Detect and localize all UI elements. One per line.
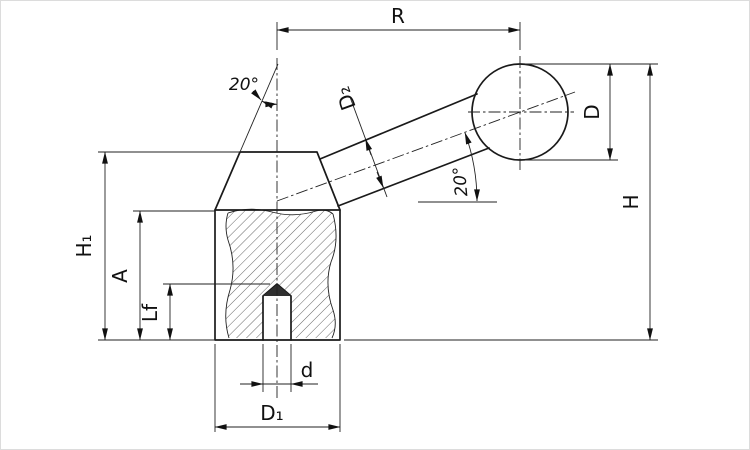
angle-label-top: 20° (229, 75, 259, 95)
shaft-upper-edge (319, 93, 478, 160)
dim-label-Lf: Lf (138, 303, 162, 322)
dim-label-D2: D₂ (330, 83, 361, 113)
break-line-left (225, 212, 234, 339)
cap-slant-extension (239, 63, 279, 153)
extension-lines (98, 22, 658, 432)
dim-label-H: H (619, 194, 643, 209)
shaft-lower-edge (337, 147, 490, 207)
dimension-lines (102, 27, 653, 430)
break-line-right (327, 213, 337, 339)
dim-label-A: A (108, 269, 132, 283)
angle-arc-top (261, 100, 278, 109)
lever-handle (319, 63, 569, 207)
center-lines (276, 56, 576, 398)
angle-leader-top (251, 89, 262, 101)
dim-label-D: D (580, 104, 604, 119)
section-hatching (225, 208, 337, 339)
dim-label-d: d (301, 358, 314, 382)
angle-arc-lever (464, 132, 480, 202)
dimension-labels: R D₂ 20° 20° D H H₁ A Lf d D₁ (72, 4, 643, 425)
dim-label-R: R (391, 4, 405, 28)
angle-label-lever: 20° (450, 166, 473, 198)
lever-axis-centerline (276, 91, 576, 202)
dim-label-D1: D₁ (260, 401, 283, 425)
dim-label-H1: H₁ (72, 234, 96, 257)
